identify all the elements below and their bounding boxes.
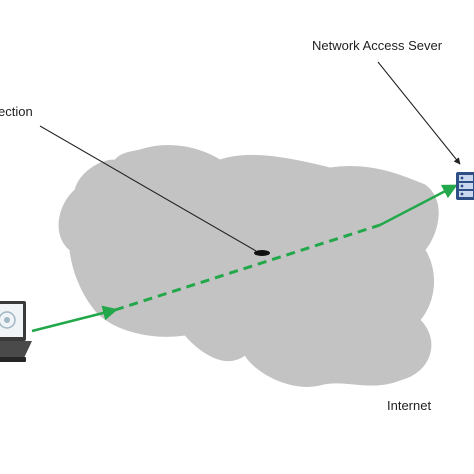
tunnel-line-start — [31, 305, 118, 333]
tunnel-endpoint-icon — [254, 250, 270, 256]
server-label: Network Access Sever — [312, 38, 443, 53]
tunnel-line-dashed — [114, 223, 381, 312]
laptop-icon — [0, 301, 32, 362]
server-pointer-line — [377, 61, 461, 165]
tunnel-line-end — [379, 184, 458, 227]
connection-pointer-line — [39, 125, 257, 252]
connection-label: ection — [0, 104, 33, 119]
server-rack-icon — [456, 172, 474, 200]
internet-label: Internet — [387, 398, 432, 413]
